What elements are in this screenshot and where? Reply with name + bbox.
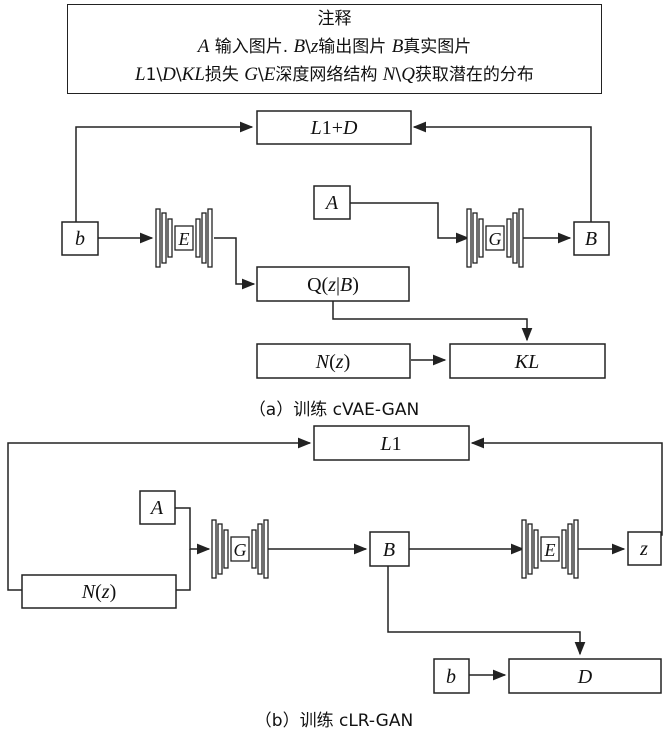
network-layer-bar [201, 212, 207, 264]
b-b-label: b [446, 666, 456, 688]
network-core [230, 536, 250, 562]
a-q-dist-box [256, 266, 410, 302]
network-layer-bar [195, 218, 201, 258]
a-l1d-loss-box [256, 110, 412, 145]
legend-line-1: A 输入图片. B\z输出图片 B真实图片 [197, 36, 472, 57]
a-nz-label: N(z) [315, 351, 350, 373]
b-l1-loss-box [313, 425, 470, 461]
encoder-letter: E [544, 540, 556, 560]
b-line-Nz-to-G [176, 549, 191, 591]
a-line-E-to-Q [214, 237, 256, 290]
b-line-Nz-to-l1 [7, 437, 312, 591]
diagram-a: L1+D A b B Q(z|B) N(z) KL E G （a）训练 cVAE… [61, 110, 610, 420]
network-core [485, 225, 505, 251]
a-kl-loss-box [449, 343, 606, 379]
a-input-A-label: A [324, 192, 339, 214]
b-d-loss-label: D [577, 666, 593, 688]
b-line-z-to-l1 [470, 437, 663, 536]
a-line-A-to-G [350, 202, 470, 244]
network-layer-bar [257, 523, 263, 575]
b-z-label: z [639, 538, 648, 560]
generator-letter: G [489, 229, 502, 249]
network-layer-bar [561, 529, 567, 569]
network-layer-bar [521, 519, 527, 579]
b-line-B-to-D [387, 566, 586, 656]
network-layer-bar [167, 218, 173, 258]
network-layer-bar [573, 519, 579, 579]
network-layer-bar [211, 519, 217, 579]
network-layer-bar [512, 212, 518, 264]
network-layer-bar [472, 212, 478, 264]
a-input-A-box [313, 185, 351, 220]
b-nz-label: N(z) [81, 581, 116, 603]
a-line-b-to-l1d [75, 121, 254, 222]
network-layer-bar [506, 218, 512, 258]
network-layer-bar [207, 208, 213, 268]
a-kl-loss-label: KL [514, 351, 539, 373]
b-generator-network: G [211, 519, 269, 579]
b-caption: （b）训练 cLR-GAN [255, 711, 413, 731]
network-layer-bar [533, 529, 539, 569]
a-generator-network: G [466, 208, 524, 268]
network-layer-bar [527, 523, 533, 575]
a-nz-box [256, 343, 411, 379]
network-layer-bar [155, 208, 161, 268]
a-real-B-label: B [585, 228, 597, 250]
a-encoder-network: E [155, 208, 213, 268]
a-caption: （a）训练 cVAE-GAN [249, 400, 419, 420]
b-output-B-label: B [383, 539, 395, 561]
encoder-letter: E [178, 229, 190, 249]
network-layer-bar [478, 218, 484, 258]
a-real-B-box [573, 221, 610, 256]
network-layer-bar [217, 523, 223, 575]
legend-title: 注释 [317, 9, 352, 29]
diagram-b: L1 A N(z) B z b D G E （b）训练 cLR-GAN [7, 425, 663, 731]
b-input-A-box [139, 490, 176, 525]
network-layer-bar [263, 519, 269, 579]
network-core [540, 536, 560, 562]
a-b-label: b [75, 228, 85, 250]
legend-line-2: L1\D\KL损失 G\E深度网络结构 N\Q获取潜在的分布 [135, 64, 534, 85]
b-l1-label: L1 [379, 433, 401, 455]
a-b-box [61, 221, 99, 256]
a-l1d-label: L1+D [310, 117, 358, 139]
network-layer-bar [161, 212, 167, 264]
network-layer-bar [251, 529, 257, 569]
b-d-loss-box [508, 658, 662, 694]
b-input-A-label: A [149, 497, 164, 519]
network-core [174, 225, 194, 251]
b-b-box [433, 658, 470, 694]
b-nz-box [21, 574, 177, 609]
a-line-B-to-l1d [412, 121, 592, 222]
b-encoder-network: E [521, 519, 579, 579]
legend-box: 注释 A 输入图片. B\z输出图片 B真实图片 L1\D\KL损失 G\E深度… [67, 4, 602, 94]
a-q-dist-label: Q(z|B) [307, 274, 359, 296]
a-line-Q-to-KL [332, 301, 533, 342]
b-line-A-to-G [175, 507, 211, 555]
network-layer-bar [567, 523, 573, 575]
network-layer-bar [518, 208, 524, 268]
network-layer-bar [223, 529, 229, 569]
generator-letter: G [234, 540, 247, 560]
b-output-B-box [369, 531, 410, 567]
network-layer-bar [466, 208, 472, 268]
b-z-box [627, 531, 662, 566]
